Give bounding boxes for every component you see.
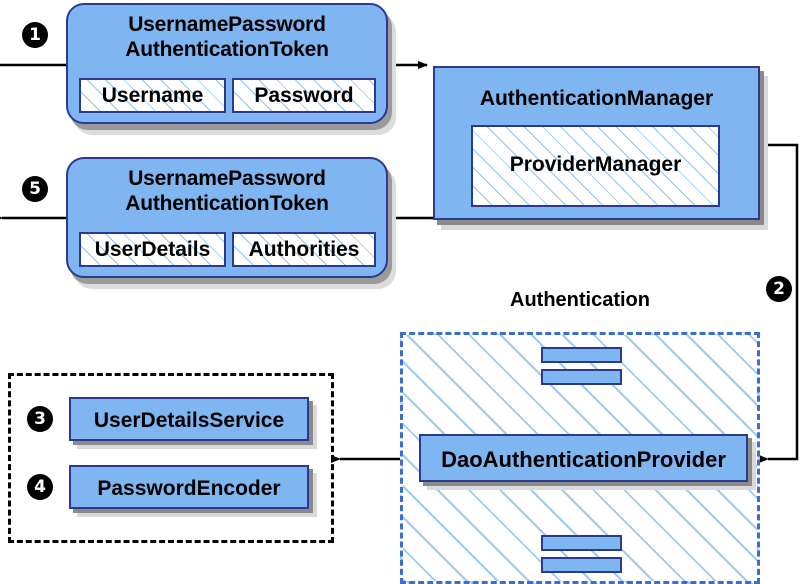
request-token-title-line2: AuthenticationToken — [125, 38, 329, 61]
request-token-field-username[interactable]: Username — [79, 78, 226, 113]
step-marker-2: 2 — [766, 276, 792, 302]
step-marker-5: 5 — [22, 176, 48, 202]
response-token-field-userdetails-label: UserDetails — [94, 238, 211, 261]
request-token-title-line1: UsernamePassword — [128, 13, 326, 36]
other-provider-bar-bottom-1[interactable] — [541, 535, 622, 551]
step-marker-1: 1 — [22, 22, 48, 48]
response-token-field-authorities-label: Authorities — [248, 238, 360, 261]
request-token-field-password-label: Password — [254, 84, 354, 107]
dao-authentication-provider-box[interactable]: DaoAuthenticationProvider — [419, 434, 748, 482]
authentication-providers-caption-line1: Authentication — [510, 289, 650, 311]
response-token-field-authorities[interactable]: Authorities — [232, 232, 376, 267]
response-token-title-line2: AuthenticationToken — [125, 192, 329, 215]
dao-authentication-provider-label: DaoAuthenticationProvider — [441, 447, 726, 472]
response-token-card[interactable]: UsernamePassword AuthenticationToken — [66, 157, 388, 278]
request-token-field-password[interactable]: Password — [232, 78, 376, 113]
response-token-title-line1: UsernamePassword — [128, 167, 326, 190]
user-details-service-box[interactable]: UserDetailsService — [69, 397, 309, 441]
step-marker-4: 4 — [27, 474, 53, 500]
other-provider-bar-top-2[interactable] — [541, 369, 622, 385]
step-marker-3: 3 — [27, 406, 53, 432]
response-token-field-userdetails[interactable]: UserDetails — [79, 232, 226, 267]
provider-manager-box[interactable]: ProviderManager — [471, 125, 720, 207]
other-provider-bar-top-1[interactable] — [541, 347, 622, 363]
authentication-manager-title: AuthenticationManager — [479, 87, 714, 110]
dependencies-region — [8, 373, 334, 543]
user-details-service-label: UserDetailsService — [93, 409, 285, 432]
password-encoder-label: PasswordEncoder — [97, 477, 281, 500]
other-provider-bar-bottom-2[interactable] — [541, 557, 622, 573]
request-token-field-username-label: Username — [101, 84, 204, 107]
password-encoder-box[interactable]: PasswordEncoder — [69, 465, 309, 509]
provider-manager-label: ProviderManager — [509, 153, 682, 176]
